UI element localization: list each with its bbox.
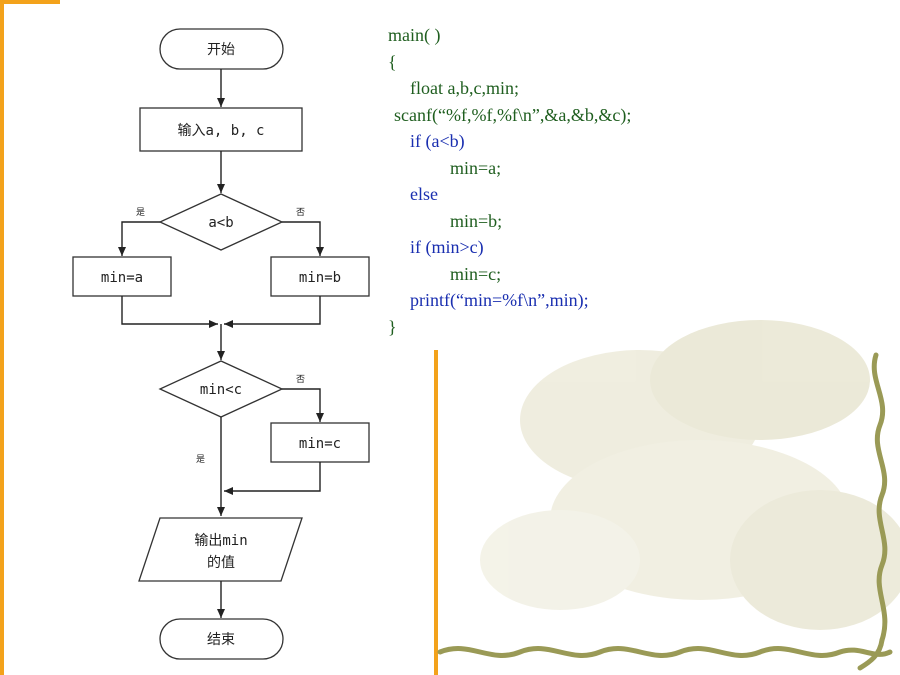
decision2-label: min<c (200, 382, 242, 398)
code-line: { (388, 51, 397, 72)
assign-min-c-box: min=c (270, 422, 370, 463)
decision-min-less-c: min<c (158, 360, 284, 418)
code-line: min=b; (450, 210, 503, 231)
start-label: 开始 (207, 42, 235, 58)
code-listing: main( ) { float a,b,c,min; scanf(“%f,%f,%f\… (388, 22, 708, 340)
code-line: else (410, 184, 438, 204)
output-parallelogram: 输出min 的值 (138, 517, 303, 582)
decision-a-less-b: a<b (158, 193, 284, 251)
edge-assign-c-merge (224, 462, 321, 495)
leaf-background-decoration (480, 320, 900, 630)
code-line: float a,b,c,min; (410, 78, 519, 98)
decision2-yes-label: 是 (196, 454, 205, 465)
edge-assign-a-merge (121, 296, 218, 328)
assign-a-label: min=a (101, 270, 143, 286)
edge-decision1-yes (118, 221, 160, 256)
code-line: } (388, 316, 397, 337)
assign-c-label: min=c (299, 436, 341, 452)
decision2-no-label: 否 (296, 374, 305, 385)
code-line: if (a<b) (410, 131, 465, 151)
code-line: scanf(“%f,%f,%f\n”,&a,&b,&c); (394, 104, 632, 125)
code-line: if (min>c) (410, 237, 484, 257)
decision1-no-label: 否 (296, 207, 305, 218)
end-terminator: 结束 (159, 618, 284, 660)
flowchart: 开始 输入a, b, c a<b 是 否 min=a min=b (72, 28, 370, 660)
assign-min-b-box: min=b (270, 256, 370, 297)
end-label: 结束 (207, 632, 235, 648)
code-line: min=c; (450, 263, 502, 284)
edge-decision2-no (282, 388, 324, 422)
input-process-box: 输入a, b, c (139, 107, 303, 152)
slide-frame (0, 0, 438, 675)
edge-assign-b-merge (224, 296, 321, 328)
output-label-line2: 的值 (207, 555, 235, 571)
vine-decoration (437, 352, 893, 671)
code-line: min=a; (450, 157, 502, 178)
output-label-line1: 输出min (194, 533, 247, 549)
input-label: 输入a, b, c (177, 123, 264, 139)
code-line: printf(“min=%f\n”,min); (410, 290, 589, 310)
assign-b-label: min=b (299, 270, 341, 286)
assign-min-a-box: min=a (72, 256, 172, 297)
decision1-label: a<b (208, 215, 233, 231)
start-terminator: 开始 (159, 28, 284, 70)
code-line: main( ) (388, 25, 441, 45)
decision1-yes-label: 是 (136, 207, 145, 218)
edge-decision1-no (282, 221, 324, 256)
